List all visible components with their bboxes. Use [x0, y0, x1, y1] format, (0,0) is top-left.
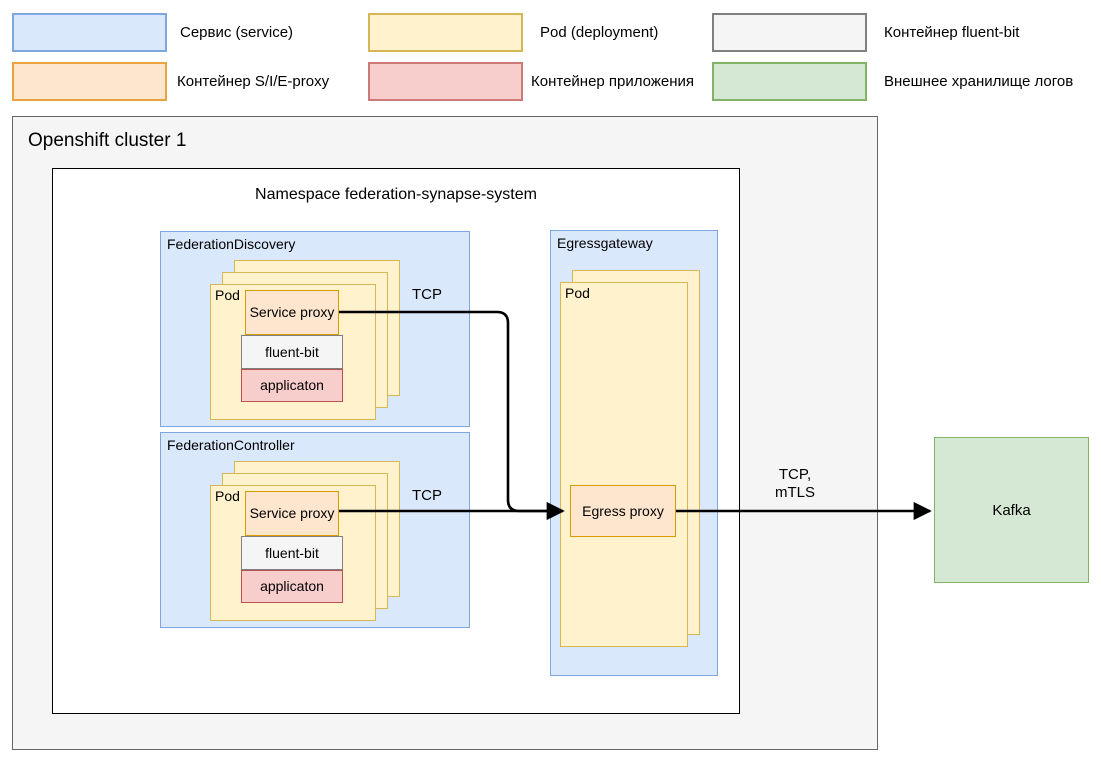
pod-federationdiscovery-label: Pod — [215, 287, 240, 303]
legend-label-fluent-bit: Контейнер fluent-bit — [884, 24, 1020, 41]
container-applicaton-discovery: applicaton — [241, 369, 343, 402]
external-store-kafka: Kafka — [934, 437, 1089, 583]
container-service-proxy-discovery: Service proxy — [245, 290, 339, 335]
edge-label-tcp-controller: TCP — [412, 487, 442, 504]
container-fluent-bit-controller: fluent-bit — [241, 536, 343, 570]
legend-swatch-fluent-bit — [712, 13, 867, 52]
legend-swatch-pod — [368, 13, 523, 52]
container-egress-proxy: Egress proxy — [570, 485, 676, 537]
service-federationcontroller-title: FederationController — [167, 437, 295, 453]
openshift-cluster-title: Openshift cluster 1 — [28, 130, 187, 151]
legend-label-application: Контейнер приложения — [531, 73, 695, 90]
container-fluent-bit-discovery: fluent-bit — [241, 335, 343, 369]
service-egressgateway-title: Egressgateway — [557, 235, 653, 251]
legend-label-pod: Pod (deployment) — [540, 24, 659, 41]
legend-label-log-storage: Внешнее хранилище логов — [884, 73, 1074, 90]
legend-label-sie-proxy: Контейнер S/I/E-proxy — [177, 73, 330, 90]
service-federationdiscovery-title: FederationDiscovery — [167, 236, 296, 252]
pod-egressgateway-label: Pod — [565, 285, 590, 301]
edge-label-tcp-mtls: TCP, mTLS — [774, 466, 815, 501]
container-service-proxy-controller: Service proxy — [245, 491, 339, 536]
legend-swatch-application — [368, 62, 523, 101]
legend-label-service: Сервис (service) — [180, 24, 294, 41]
legend-swatch-log-storage — [712, 62, 867, 101]
container-applicaton-controller: applicaton — [241, 570, 343, 603]
pod-federationcontroller-label: Pod — [215, 488, 240, 504]
legend-swatch-service — [12, 13, 167, 52]
namespace-title: Namespace federation-synapse-system — [255, 186, 537, 203]
pod-egressgateway: Pod — [560, 282, 688, 647]
edge-label-tcp-discovery: TCP — [412, 286, 442, 303]
legend-swatch-sie-proxy — [12, 62, 167, 101]
legend: Сервис (service) Pod (deployment) Контей… — [0, 0, 1101, 110]
